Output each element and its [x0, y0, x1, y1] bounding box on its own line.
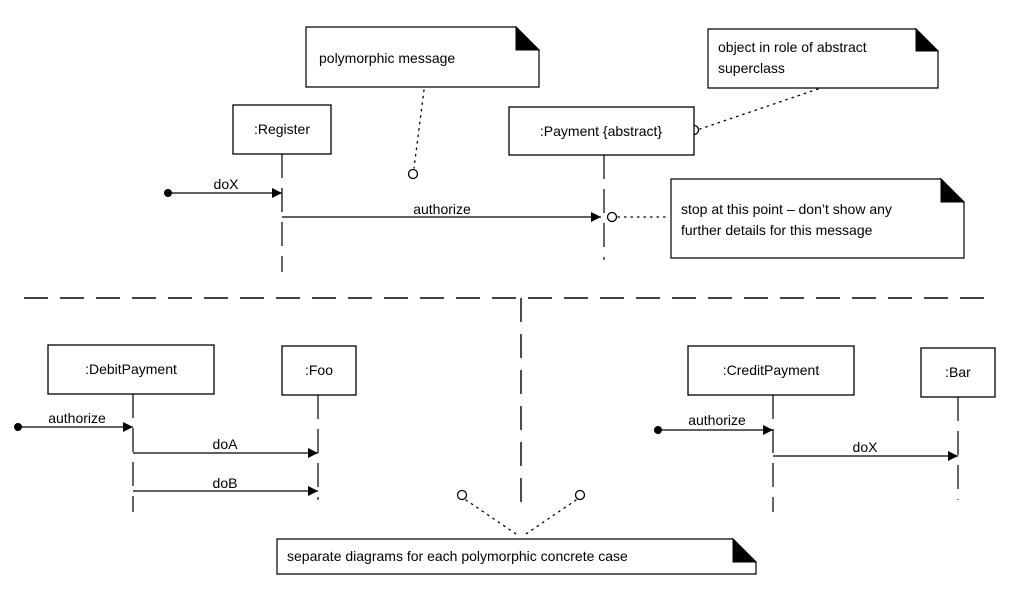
note-separate-text: separate diagrams for each polymorphic c…: [287, 548, 628, 564]
lifeline-payment: :Payment {abstract}: [508, 106, 695, 260]
lifeline-register: :Register: [232, 104, 332, 272]
message-label-dox: doX: [214, 176, 240, 192]
note-abstract-text-line2: superclass: [718, 60, 785, 76]
message-label-dob: doB: [213, 475, 238, 491]
lifeline-credit-payment: :CreditPayment: [687, 345, 855, 512]
lifeline-box-bar: [920, 347, 996, 398]
message-label-credit-dox: doX: [853, 439, 879, 455]
note-polymorphic-text: polymorphic message: [319, 50, 455, 66]
lifeline-label-payment: :Payment {abstract}: [540, 123, 663, 139]
note-connector-polymorphic: [413, 89, 425, 169]
lifeline-box-credit-payment: [687, 345, 855, 396]
lifeline-box-debit-payment: [47, 344, 215, 395]
note-connector-right: [522, 499, 577, 537]
note-separate-diagrams: separate diagrams for each polymorphic c…: [276, 537, 758, 575]
lifeline-label-bar: :Bar: [945, 364, 971, 380]
stop-point-circle: [606, 211, 618, 223]
message-label-authorize: authorize: [413, 201, 471, 217]
message-label-credit-authorize: authorize: [688, 412, 746, 428]
anchor-circle-left: [456, 489, 468, 501]
note-polymorphic-message: polymorphic message: [305, 25, 541, 88]
lifeline-box-register: [232, 104, 332, 155]
note-stop-text-line2: further details for this message: [681, 222, 873, 238]
note-stop-text-line1: stop at this point – don’t show any: [681, 201, 892, 217]
lifeline-box-payment: [508, 106, 695, 156]
message-label-debit-authorize: authorize: [48, 410, 106, 426]
lifeline-label-debit-payment: :DebitPayment: [85, 361, 177, 377]
anchor-circle-polymorphic: [407, 168, 419, 180]
note-stop-point: stop at this point – don’t show any furt…: [670, 177, 966, 259]
anchor-circle-right: [574, 489, 586, 501]
lifeline-debit-payment: :DebitPayment: [47, 344, 215, 512]
lifeline-foo: :Foo: [281, 345, 357, 500]
note-connector-left: [465, 499, 520, 537]
lifeline-label-foo: :Foo: [305, 362, 333, 378]
lifeline-box-foo: [281, 345, 357, 396]
note-connector-abstract: [699, 88, 819, 130]
lifeline-bar: :Bar: [920, 347, 996, 500]
lifeline-label-credit-payment: :CreditPayment: [723, 362, 820, 378]
message-label-doa: doA: [213, 436, 239, 452]
note-abstract-superclass: object in role of abstract superclass: [707, 27, 940, 89]
lifeline-label-register: :Register: [254, 121, 310, 137]
note-abstract-text-line1: object in role of abstract: [718, 39, 867, 55]
